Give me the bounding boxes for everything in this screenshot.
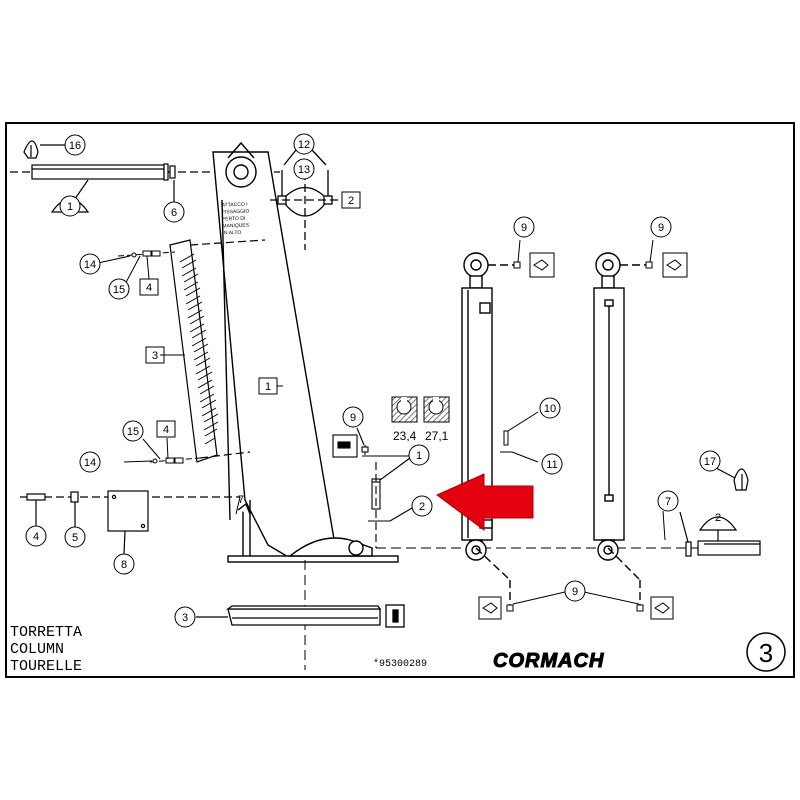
grease-nipple-parts	[478, 239, 688, 620]
plate-screws	[97, 250, 201, 464]
column-body	[212, 141, 399, 563]
callout-6: 6	[171, 207, 177, 219]
title-line-english: COLUMN	[10, 641, 64, 658]
page-number-circle	[746, 632, 786, 672]
callout-4-bottom: 4	[163, 424, 169, 436]
wrench-icons	[391, 396, 450, 423]
callout-9-cylinder-right: 9	[658, 222, 664, 234]
cylinder-left	[461, 252, 520, 610]
callout-11: 11	[546, 459, 557, 471]
engraving-line-5: IN ALTO	[223, 230, 242, 237]
engraving-line-1: ATTACCO I	[222, 202, 248, 209]
title-block: TORRETTA COLUMN TOURELLE	[10, 624, 82, 675]
clamp-assembly	[270, 149, 340, 250]
callout-16: 16	[69, 140, 81, 152]
cover-plate-assembly	[20, 490, 240, 555]
callout-4-top: 4	[146, 282, 152, 294]
cylinder-right	[593, 252, 652, 610]
pin-assembly-right	[679, 467, 761, 557]
drawing-code: *95300289	[373, 658, 427, 670]
brand-logo: CORMACH	[493, 650, 604, 672]
wrench-icon	[391, 396, 418, 423]
callout-3-plate: 3	[152, 350, 158, 362]
pin-10-11	[500, 411, 539, 463]
callout-7-right: 7	[665, 496, 671, 508]
wrench-size-right: 27,1	[425, 429, 449, 443]
pin-and-spacer-middle	[332, 427, 760, 549]
callout-1-pin: 1	[67, 201, 73, 213]
callout-12: 12	[298, 139, 310, 151]
title-line-italian: TORRETTA	[10, 624, 82, 641]
callout-1-mid: 1	[416, 450, 422, 462]
base-plate-assembly	[196, 604, 405, 628]
title-line-french: TOURELLE	[10, 658, 82, 675]
callout-14-top: 14	[84, 259, 96, 271]
callout-labels: 16 1 6 12 13 2 14 15 4 3 1 15 4 14 4 5 8…	[33, 139, 721, 624]
engraving-line-2: FISSAGGIO	[222, 209, 250, 216]
callout-balloons	[25, 133, 721, 628]
callout-7-left: 7	[238, 494, 244, 506]
callout-4-left: 4	[33, 531, 39, 543]
callout-14-bottom: 14	[84, 457, 96, 469]
page-number: 3	[759, 638, 773, 668]
callout-2-right: 2	[715, 512, 721, 524]
callout-10: 10	[544, 403, 556, 415]
callout-13: 13	[298, 164, 310, 176]
slotted-plate	[169, 239, 266, 463]
callout-8: 8	[121, 559, 127, 571]
sheet-border	[5, 122, 795, 678]
wrench-icon	[423, 396, 450, 423]
engraving-line-4: MANIQUES	[222, 223, 250, 230]
callout-17: 17	[704, 456, 716, 468]
callout-5: 5	[72, 532, 78, 544]
callout-2-mid: 2	[419, 501, 425, 513]
column-engraving: ATTACCO I FISSAGGIO FERTO DI MANIQUES IN…	[222, 202, 250, 237]
engraving-line-3: FERTO DI	[222, 216, 245, 223]
highlight-arrow-icon	[436, 473, 534, 531]
callout-2-clamp: 2	[348, 195, 354, 207]
callout-1-column: 1	[265, 381, 271, 393]
callout-15-bottom: 15	[127, 426, 139, 438]
callout-3-base: 3	[182, 612, 188, 624]
callout-9-left: 9	[350, 412, 356, 424]
callout-9-bottom: 9	[572, 586, 578, 598]
callout-15-top: 15	[113, 284, 125, 296]
wrench-size-left: 23,4	[393, 429, 417, 443]
callout-9-cylinder-left: 9	[521, 222, 527, 234]
